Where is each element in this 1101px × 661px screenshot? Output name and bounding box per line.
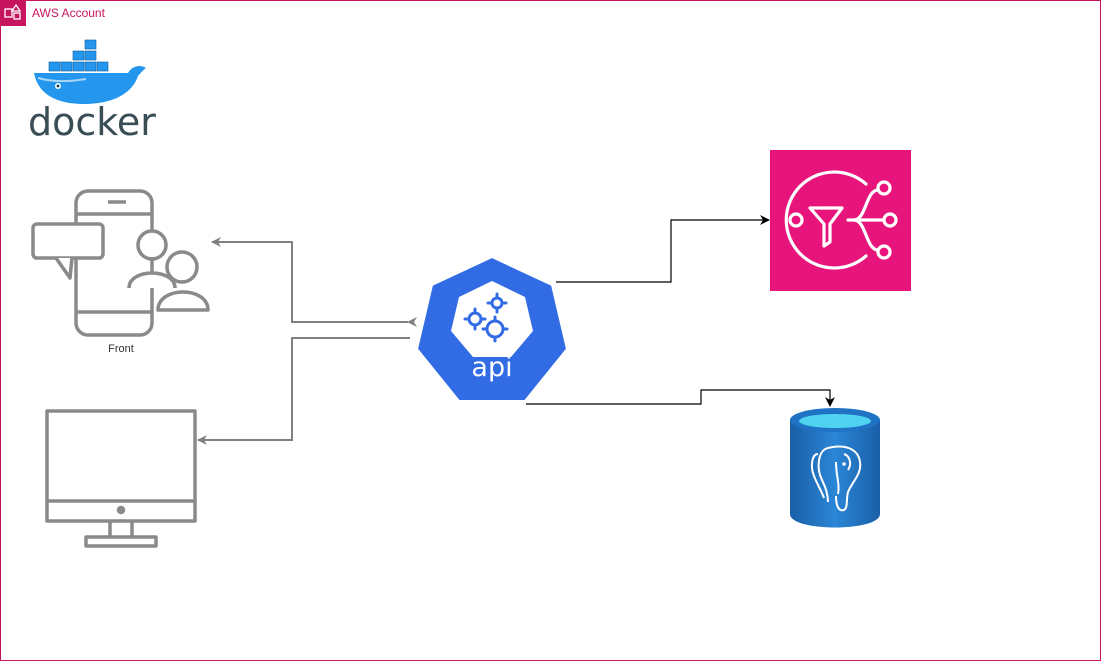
- aws-account-label: AWS Account: [32, 6, 105, 20]
- edge-api-desktop: [197, 337, 410, 445]
- edge-api-sns: [556, 215, 770, 283]
- kubernetes-api-icon[interactable]: [415, 255, 569, 403]
- postgresql-database-icon[interactable]: [788, 406, 882, 528]
- mobile-users-icon[interactable]: [30, 188, 212, 338]
- sns-filter-icon[interactable]: [770, 150, 911, 291]
- docker-whale-icon: [34, 39, 146, 104]
- desktop-monitor-icon[interactable]: [44, 409, 198, 549]
- front-label: Front: [108, 343, 134, 355]
- api-label: api: [471, 352, 513, 383]
- docker-wordmark: docker: [28, 100, 156, 144]
- edge-api-front: [211, 237, 417, 327]
- aws-account-icon: [0, 0, 26, 26]
- edge-api-database: [526, 389, 835, 407]
